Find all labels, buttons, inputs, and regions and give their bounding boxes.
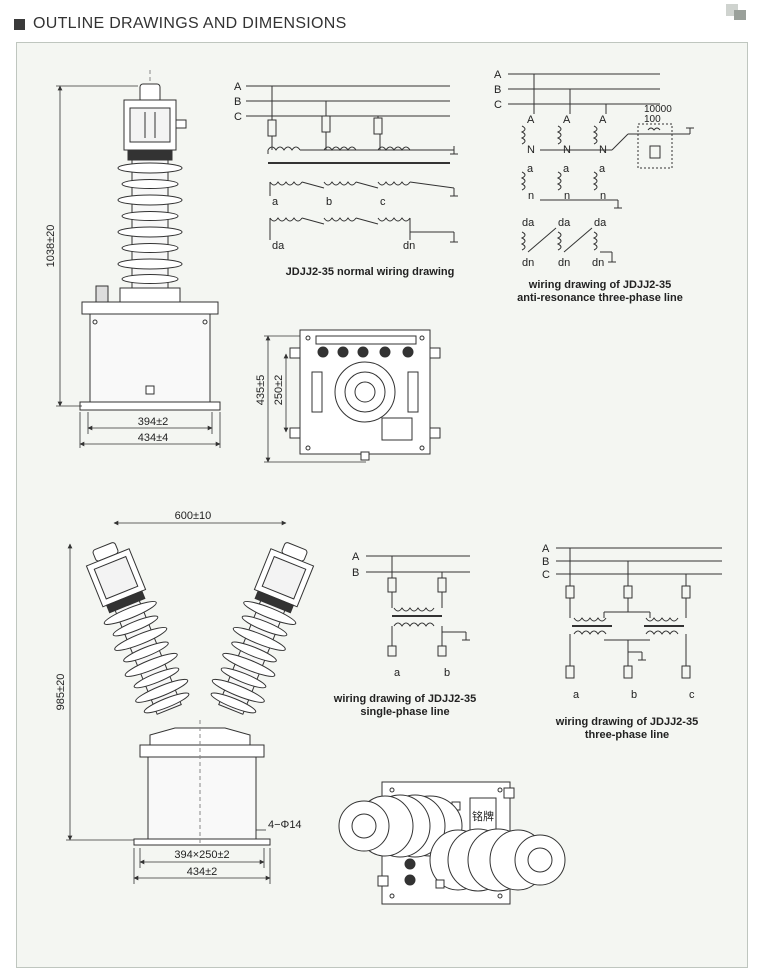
dimension-lines-top-view: [264, 335, 366, 463]
anti-ratio-1: 10000: [644, 104, 672, 115]
dim-434-bottom: 434±2: [187, 866, 218, 878]
anti-phase-a: A: [494, 69, 502, 81]
normal-lower-b: b: [326, 196, 332, 208]
dimension-lines-v: [66, 520, 287, 884]
anti-upper-1: A: [527, 114, 535, 126]
normal-phase-c: C: [234, 111, 242, 123]
single-lower-a: a: [394, 667, 401, 679]
normal-lower-a: a: [272, 196, 279, 208]
anti-tern-2: dn: [558, 257, 570, 269]
three-caption-1: wiring drawing of JDJJ2-35: [555, 716, 698, 728]
normal-lower-c: c: [380, 196, 386, 208]
dim-985: 985±20: [55, 674, 67, 711]
anti-tern-1: dn: [522, 257, 534, 269]
plan-view-double: [338, 781, 566, 905]
anti-neutral-3: N: [599, 144, 607, 156]
anti-tern-3: dn: [592, 257, 604, 269]
dim-435: 435±5: [255, 375, 267, 406]
corner-logo-icon: [726, 4, 746, 20]
page-title: OUTLINE DRAWINGS AND DIMENSIONS: [33, 15, 347, 32]
single-phase-a: A: [352, 551, 360, 563]
anti-upper-3: A: [599, 114, 607, 126]
anti-secn-2: n: [564, 190, 570, 202]
single-caption-1: wiring drawing of JDJJ2-35: [333, 693, 476, 705]
three-phase-c: C: [542, 569, 550, 581]
anti-ter-2: da: [558, 217, 571, 229]
normal-phase-a: A: [234, 81, 242, 93]
dim-394x250: 394×250±2: [174, 849, 229, 861]
normal-dn: dn: [403, 240, 415, 252]
anti-ter-1: da: [522, 217, 535, 229]
anti-phase-b: B: [494, 84, 501, 96]
dim-434-top: 434±4: [138, 432, 169, 444]
header-square-icon: [14, 18, 25, 30]
anti-neutral-2: N: [563, 144, 571, 156]
single-caption-2: single-phase line: [360, 706, 449, 718]
three-caption-2: three-phase line: [585, 729, 669, 741]
anti-ter-3: da: [594, 217, 607, 229]
dim-250: 250±2: [273, 375, 285, 406]
nameplate-label: 铭牌: [472, 809, 494, 823]
anti-resonance-wiring-diagram: [508, 73, 694, 263]
anti-secn-3: n: [600, 190, 606, 202]
normal-phase-b: B: [234, 96, 241, 108]
dim-394: 394±2: [138, 416, 169, 428]
normal-da: da: [272, 240, 285, 252]
three-lower-c: c: [689, 689, 695, 701]
dim-600: 600±10: [175, 510, 212, 522]
three-lower-a: a: [573, 689, 580, 701]
normal-wiring-diagram: [246, 85, 458, 243]
anti-phase-c: C: [494, 99, 502, 111]
anti-sec-3: a: [599, 163, 606, 175]
anti-sec-1: a: [527, 163, 534, 175]
three-phase-a: A: [542, 543, 550, 555]
section-header: OUTLINE DRAWINGS AND DIMENSIONS: [14, 14, 347, 34]
anti-caption-1: wiring drawing of JDJJ2-35: [528, 279, 671, 291]
single-phase-b: B: [352, 567, 359, 579]
anti-upper-2: A: [563, 114, 571, 126]
single-lower-b: b: [444, 667, 450, 679]
three-lower-b: b: [631, 689, 637, 701]
anti-secn-1: n: [528, 190, 534, 202]
dimension-lines-vertical: [56, 85, 221, 448]
three-phase-b: B: [542, 556, 549, 568]
anti-neutral-1: N: [527, 144, 535, 156]
transformer-outline-v: [85, 542, 315, 846]
normal-wiring-caption: JDJJ2-35 normal wiring drawing: [286, 266, 455, 278]
transformer-outline-vertical: [79, 70, 221, 411]
single-phase-wiring-diagram: [366, 555, 470, 657]
anti-ratio-2: 100: [644, 114, 661, 125]
dim-1038: 1038±20: [45, 225, 57, 268]
anti-sec-2: a: [563, 163, 570, 175]
anti-caption-2: anti-resonance three-phase line: [517, 292, 683, 304]
dim-4phi14: 4−Φ14: [268, 819, 302, 831]
three-phase-wiring-diagram: [556, 547, 722, 679]
top-view-base: [289, 329, 441, 461]
